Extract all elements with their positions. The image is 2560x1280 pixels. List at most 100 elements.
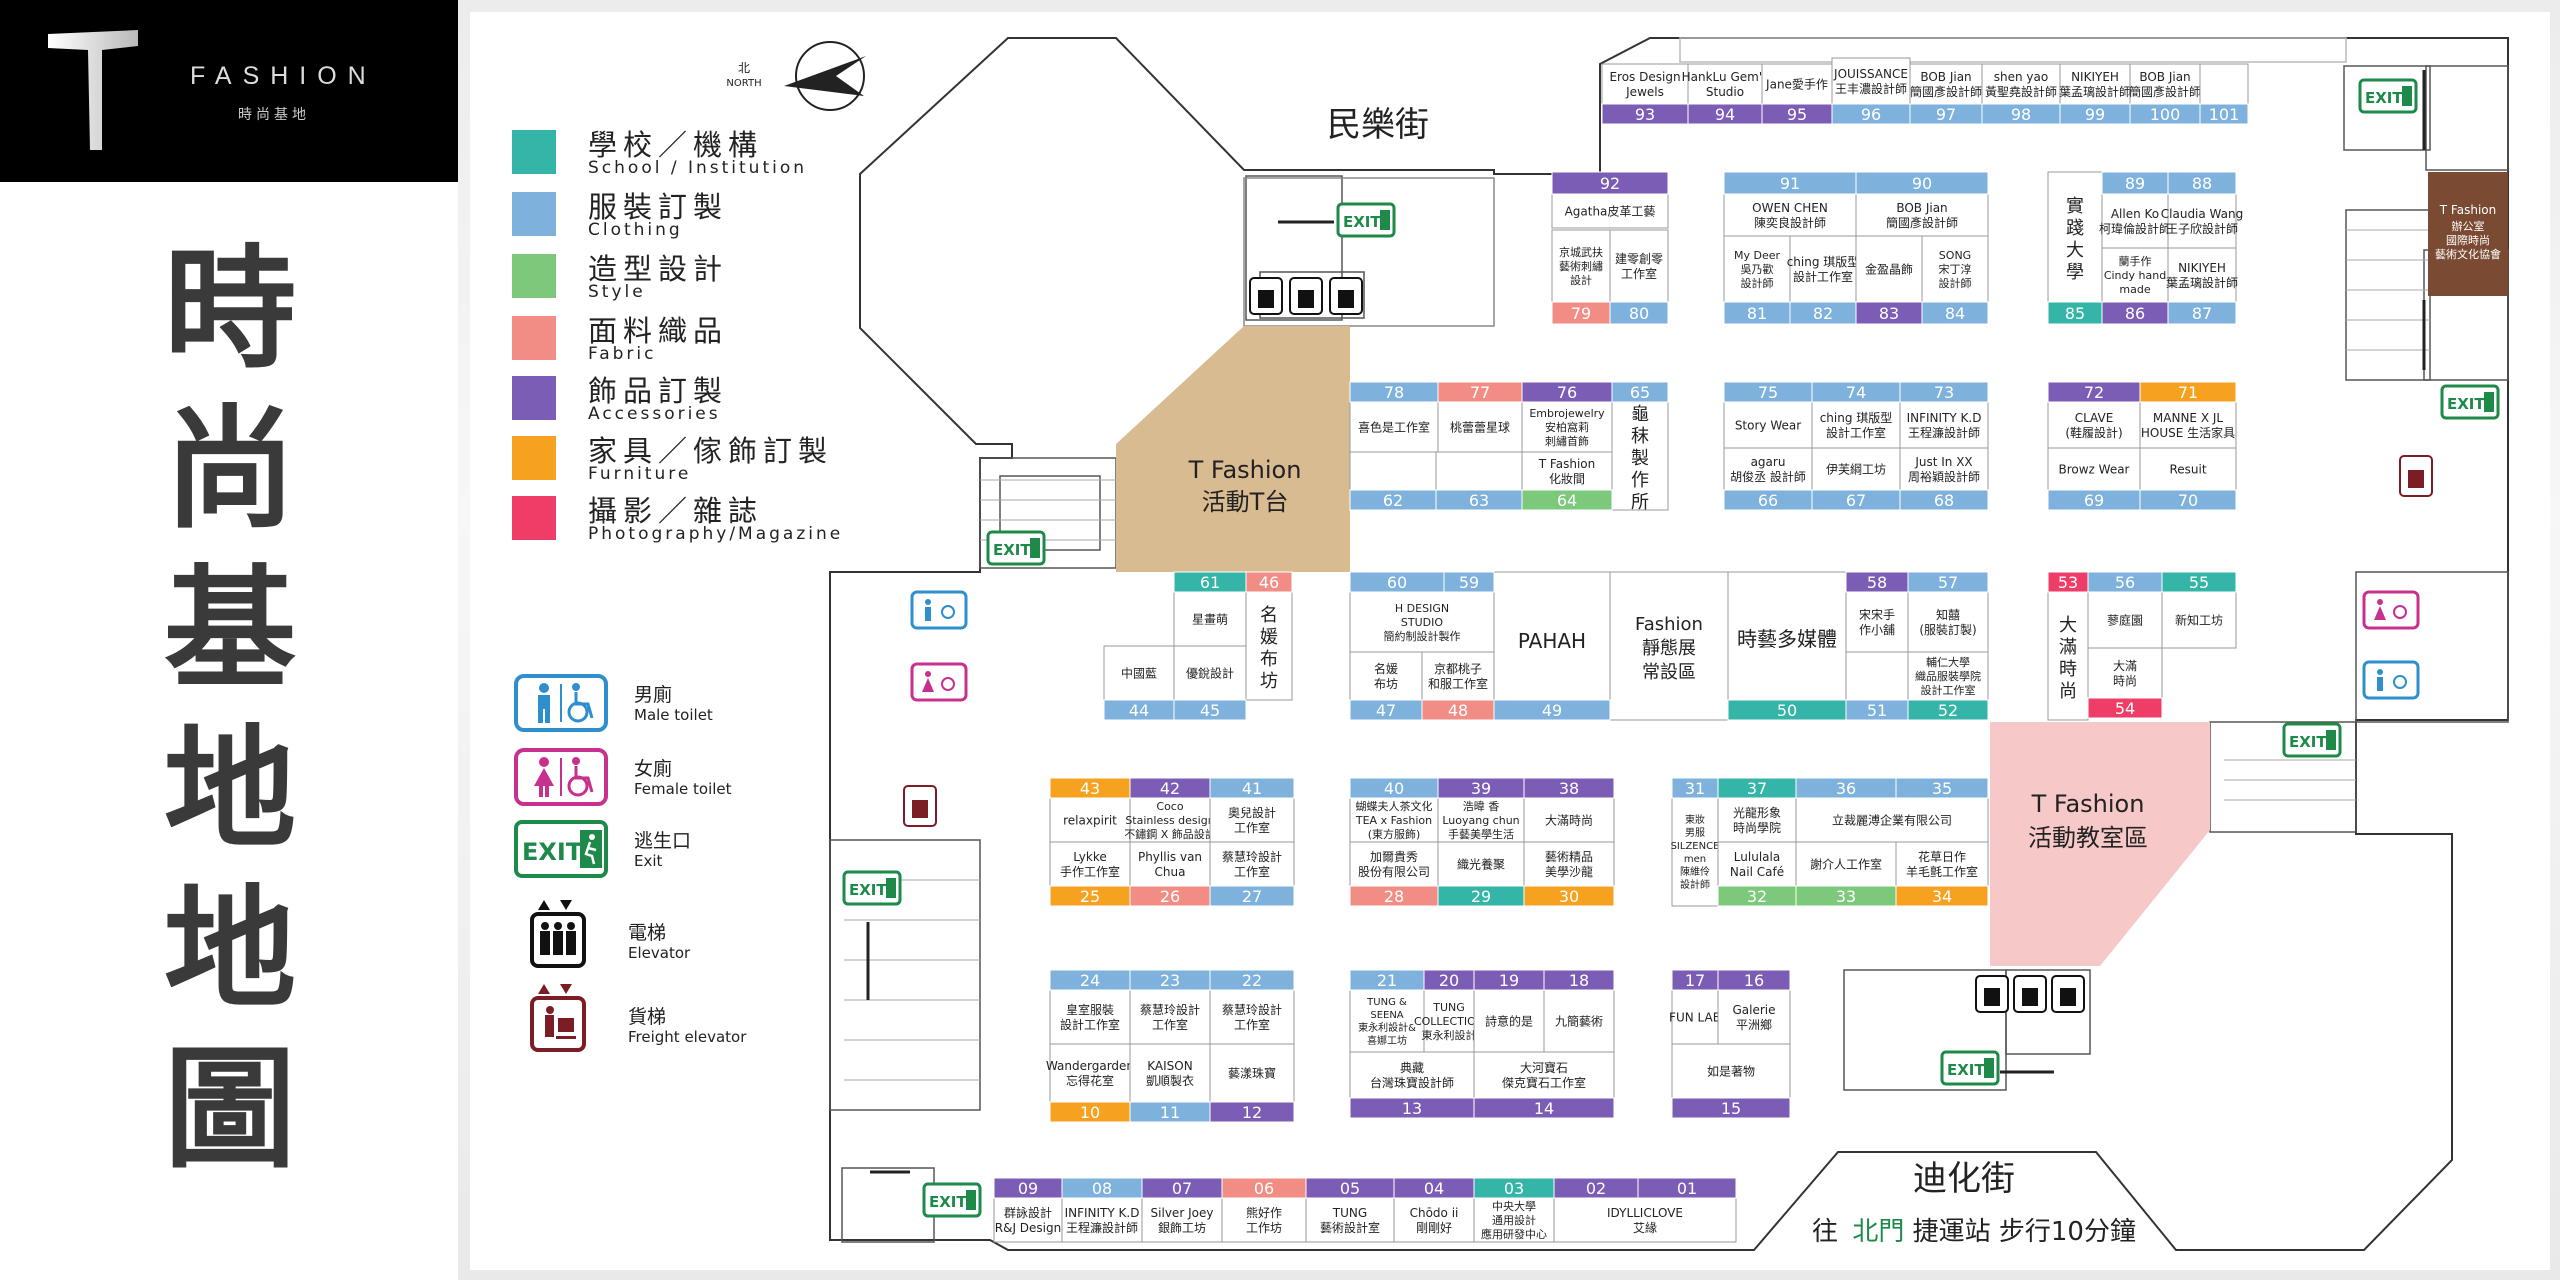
freight-elevator-icon[interactable] (2399, 455, 2433, 497)
booth[interactable]: 01 (1637, 1177, 1737, 1199)
freight-elevator-icon[interactable] (903, 785, 937, 827)
male-toilet-icon[interactable] (2362, 660, 2420, 700)
exit-icon[interactable]: EXIT (2282, 722, 2342, 758)
booth[interactable]: 63 (1435, 451, 1523, 511)
booth[interactable]: 62 (1349, 451, 1437, 511)
elevator-icon[interactable] (1975, 975, 2009, 1013)
exit-icon[interactable]: EXIT (986, 530, 1046, 566)
male-toilet-icon[interactable] (910, 590, 968, 630)
booth[interactable]: 59 (1443, 571, 1495, 593)
female-toilet-icon[interactable] (2362, 590, 2420, 630)
elevator-icon[interactable] (2051, 975, 2085, 1013)
booth[interactable]: 51 (1845, 651, 1909, 721)
booth[interactable]: 35 (1895, 777, 1989, 799)
elevator-icon[interactable] (1289, 277, 1323, 315)
exit-icon[interactable]: EXIT (2440, 384, 2500, 420)
elevator-icon[interactable] (1329, 277, 1363, 315)
booth[interactable]: 49 (1493, 699, 1611, 721)
elevator-icon[interactable] (2013, 975, 2047, 1013)
exit-icon[interactable]: EXIT (1336, 202, 1396, 238)
exit-icon[interactable]: EXIT (1940, 1050, 2000, 1086)
elevator-icon[interactable] (1249, 277, 1283, 315)
